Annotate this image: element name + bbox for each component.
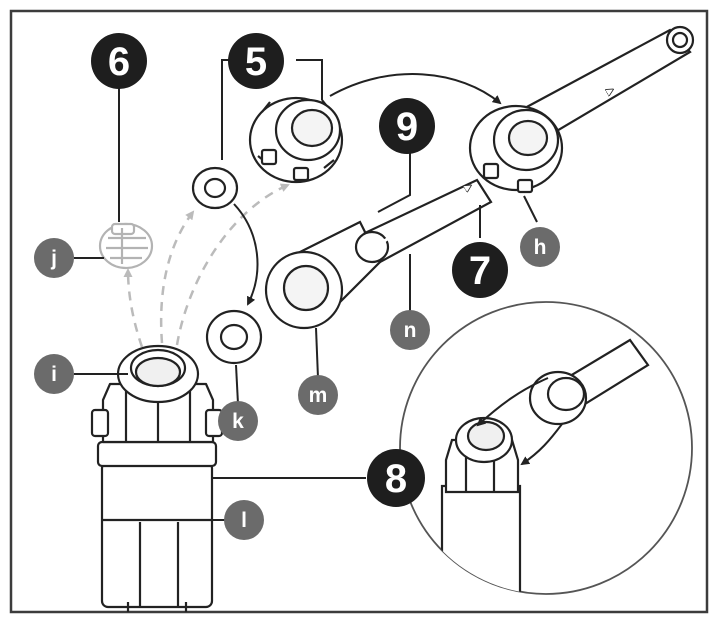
svg-text:h: h xyxy=(534,236,547,259)
step-badge-5: 5 xyxy=(228,33,284,89)
part-badge-k: k xyxy=(218,401,258,441)
svg-text:7: 7 xyxy=(469,249,491,293)
washer-top xyxy=(191,166,239,210)
svg-text:5: 5 xyxy=(245,40,267,84)
step-badge-9: 9 xyxy=(379,98,435,154)
arrow-washer-to-k xyxy=(233,203,259,306)
step-badge-7: 7 xyxy=(452,242,508,298)
part-badge-j: j xyxy=(34,238,74,278)
leader-lines xyxy=(74,59,538,521)
step-badge-8: 8 xyxy=(367,449,425,507)
part-badge-l: l xyxy=(224,500,264,540)
part-badge-i: i xyxy=(34,354,74,394)
svg-text:i: i xyxy=(51,363,57,386)
base-connector xyxy=(90,344,224,612)
nut-step7 xyxy=(468,104,564,194)
svg-text:j: j xyxy=(50,247,57,270)
svg-text:8: 8 xyxy=(385,457,407,501)
part-badge-m: m xyxy=(298,375,338,415)
svg-text:m: m xyxy=(309,384,328,407)
arrow-tube-n xyxy=(377,186,470,247)
nut-step5 xyxy=(248,96,344,184)
ghost-cap xyxy=(98,222,154,270)
washer-k xyxy=(205,309,263,365)
ghost-motion-paths xyxy=(123,183,290,348)
part-badge-h: h xyxy=(520,227,560,267)
tube-n xyxy=(354,178,493,264)
svg-text:n: n xyxy=(404,319,417,342)
svg-text:l: l xyxy=(241,509,247,532)
step-badge-6: 6 xyxy=(91,33,147,89)
svg-text:9: 9 xyxy=(396,105,418,149)
svg-text:6: 6 xyxy=(108,40,130,84)
inset-arrows xyxy=(476,377,563,466)
part-badge-n: n xyxy=(390,310,430,350)
arrow-nut-to-tube xyxy=(329,73,502,105)
svg-text:k: k xyxy=(232,410,244,433)
